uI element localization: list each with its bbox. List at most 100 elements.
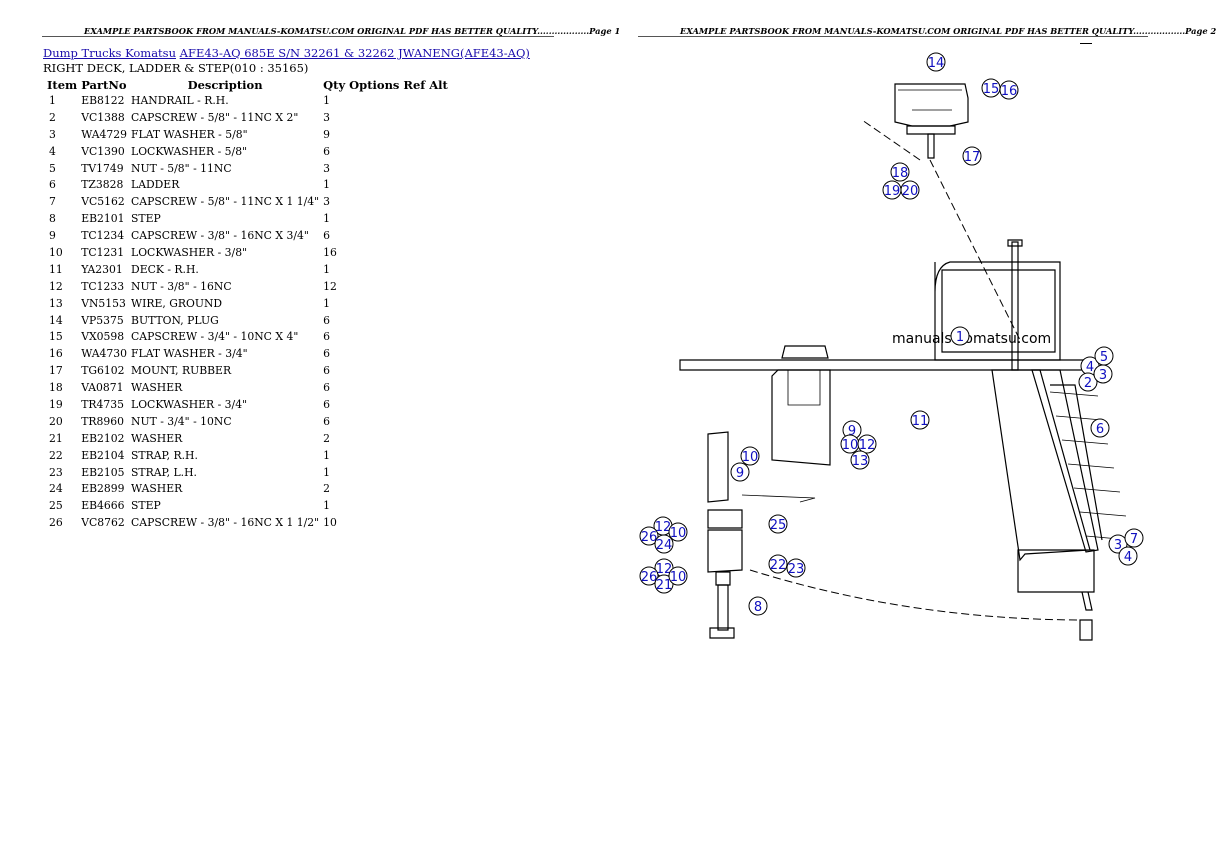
cell-description: DECK - R.H. — [131, 262, 199, 276]
callout-label: 9 — [736, 466, 744, 481]
cell-item: 23 — [49, 465, 63, 479]
cell-item: 25 — [49, 499, 63, 513]
callout-circle — [786, 558, 806, 578]
callout-label: 14 — [928, 56, 945, 71]
page-header-left: EXAMPLE PARTSBOOK FROM MANUALS-KOMATSU.C… — [84, 26, 621, 36]
callout-24: 24 — [654, 534, 674, 554]
callout-10: 10 — [840, 434, 860, 454]
cell-partno: TC1233 — [81, 279, 125, 293]
callout-label: 18 — [892, 166, 909, 181]
callout-label: 20 — [902, 184, 919, 199]
header-description: Description — [187, 78, 263, 92]
cell-description: STRAP, L.H. — [131, 465, 197, 479]
cell-description: NUT - 3/4" - 10NC — [131, 414, 232, 428]
callout-label: 19 — [884, 184, 901, 199]
callout-label: 5 — [1100, 350, 1108, 365]
cell-qty: 2 — [323, 431, 331, 445]
cell-qty: 1 — [323, 178, 331, 192]
cell-description: FLAT WASHER - 3/4" — [131, 347, 248, 361]
cell-qty: 1 — [323, 262, 331, 276]
cell-item: 12 — [49, 279, 63, 293]
cell-partno: EB2101 — [81, 212, 125, 226]
cell-qty: 9 — [323, 127, 331, 141]
callout-23: 23 — [786, 558, 806, 578]
callout-11: 11 — [910, 410, 930, 430]
callout-label: 15 — [983, 82, 1000, 97]
callout-label: 17 — [964, 150, 981, 165]
breadcrumb-link-model[interactable]: AFE43-AQ 685E S/N 32261 & 32262 JWANENG(… — [179, 46, 530, 60]
cell-qty: 6 — [323, 397, 331, 411]
callout-circle — [768, 514, 788, 534]
callout-17: 17 — [962, 146, 982, 166]
rubber-mount-drawing — [861, 83, 1021, 341]
header-partno: PartNo — [81, 78, 127, 92]
callout-label: 25 — [770, 518, 787, 533]
callout-circle — [654, 534, 674, 554]
callout-label: 2 — [1084, 376, 1092, 391]
cell-qty: 2 — [323, 482, 331, 496]
cell-description: MOUNT, RUBBER — [131, 364, 232, 378]
callout-label: 12 — [655, 520, 672, 535]
watermark-text: manuals-komatsu.com — [892, 331, 1051, 347]
cell-partno: TR8960 — [81, 414, 124, 428]
callout-label: 22 — [770, 558, 787, 573]
cell-partno: TC1234 — [81, 229, 125, 243]
callout-1: 1 — [950, 326, 970, 346]
callout-6: 6 — [1090, 418, 1110, 438]
cell-partno: EB8122 — [81, 93, 125, 107]
cell-partno: YA2301 — [81, 262, 123, 276]
cell-partno: WA4730 — [81, 347, 128, 361]
callout-21: 21 — [654, 574, 674, 594]
cell-partno: EB2104 — [81, 448, 125, 462]
header-rule-left — [42, 36, 554, 37]
cell-item: 3 — [49, 127, 56, 141]
callout-circle — [962, 146, 982, 166]
callout-10: 10 — [668, 566, 688, 586]
cell-description: NUT - 3/8" - 16NC — [131, 279, 232, 293]
step-drawing — [707, 431, 816, 639]
cell-qty: 1 — [323, 448, 331, 462]
cell-description: LADDER — [131, 178, 180, 192]
table-row: 12 TC1233 NUT - 3/8" - 16NC 12 — [45, 278, 450, 295]
callout-7: 7 — [1124, 528, 1144, 548]
cell-description: NUT - 5/8" - 11NC — [131, 161, 232, 175]
breadcrumb: Dump Trucks Komatsu AFE43-AQ 685E S/N 32… — [43, 46, 530, 60]
callout-circle — [999, 80, 1019, 100]
callout-circle — [926, 52, 946, 72]
cell-item: 17 — [49, 364, 63, 378]
cell-description: LOCKWASHER - 3/4" — [131, 397, 248, 411]
cell-partno: TR4735 — [81, 397, 124, 411]
callout-circle — [900, 180, 920, 200]
cell-description: STRAP, R.H. — [131, 448, 198, 462]
cell-partno: TG6102 — [81, 364, 125, 378]
cell-partno: WA4729 — [81, 127, 128, 141]
callout-label: 21 — [656, 578, 673, 593]
callout-circle — [668, 522, 688, 542]
parts-table: Item PartNo Description Qty Options Ref … — [45, 78, 450, 531]
callout-circle — [890, 162, 910, 182]
cell-description: FLAT WASHER - 5/8" — [131, 127, 248, 141]
handrail-drawing — [934, 239, 1061, 371]
callout-13: 13 — [850, 450, 870, 470]
cell-qty: 1 — [323, 296, 331, 310]
cell-qty: 1 — [323, 465, 331, 479]
callout-circle — [857, 434, 877, 454]
breadcrumb-link-category[interactable]: Dump Trucks Komatsu — [43, 46, 176, 60]
cell-qty: 3 — [323, 195, 331, 209]
callout-12: 12 — [857, 434, 877, 454]
cell-qty: 12 — [323, 279, 337, 293]
cell-description: CAPSCREW - 5/8" - 11NC X 2" — [131, 110, 299, 124]
callout-label: 3 — [1099, 368, 1107, 383]
